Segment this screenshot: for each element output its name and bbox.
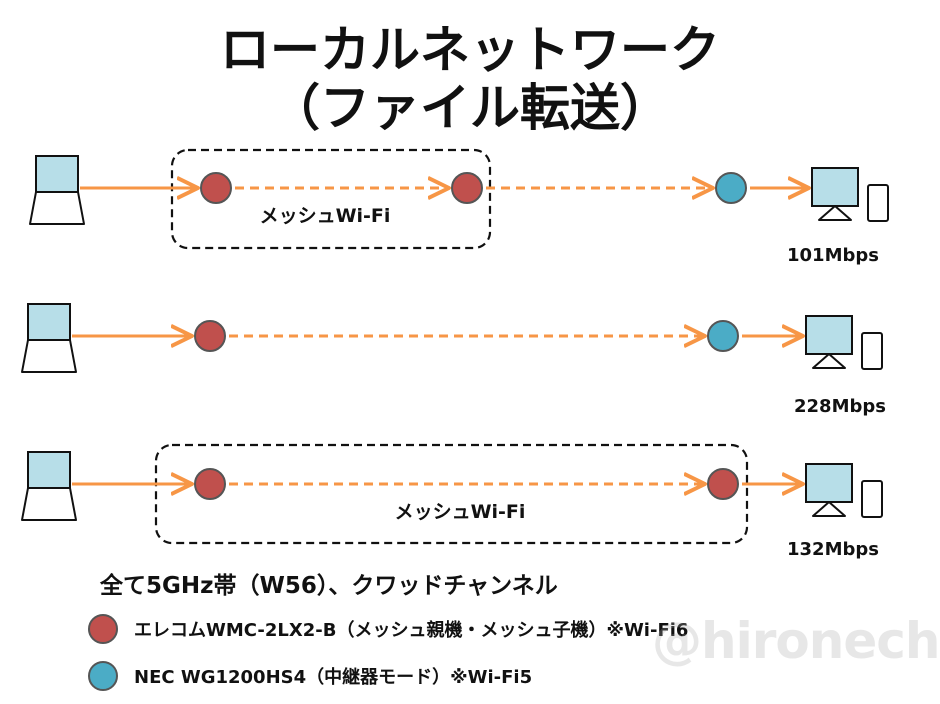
speed-label: 101Mbps [787,245,879,266]
mesh-group-label: メッシュWi-Fi [395,501,526,523]
watermark: @hironechan [652,612,940,670]
title-line-1: ローカルネットワーク [220,21,720,79]
desktop-pc-icon-1 [811,167,889,222]
laptop-icon-3 [21,451,77,521]
diagram-row-2: 228Mbps [21,303,886,417]
legend-repeater-dot [88,661,118,691]
speed-label: 132Mbps [787,539,879,560]
legend-mesh-text: エレコムWMC-2LX2-B（メッシュ親機・メッシュ子機）※Wi-Fi6 [134,620,689,641]
mesh-node-1 [200,172,232,204]
mesh-group-box [154,443,749,545]
legend-row-mesh: エレコムWMC-2LX2-B（メッシュ親機・メッシュ子機）※Wi-Fi6 [88,614,688,644]
mesh-node-2 [707,468,739,500]
mesh-node-1 [194,320,226,352]
legend-mesh-dot [88,614,118,644]
mesh-group-box [170,148,492,250]
diagram-row-3: メッシュWi-Fi 132Mbps [21,443,883,560]
laptop-icon-1 [29,155,85,225]
legend-row-repeater: NEC WG1200HS4（中継器モード）※Wi-Fi5 [88,661,532,691]
laptop-icon-2 [21,303,77,373]
title-line-2: （ファイル転送） [270,79,670,137]
repeater-node-3 [715,172,747,204]
desktop-pc-icon-2 [805,315,883,370]
mesh-node-1 [194,468,226,500]
mesh-node-2 [451,172,483,204]
mesh-group-label: メッシュWi-Fi [260,205,391,227]
repeater-node-2 [707,320,739,352]
legend-repeater-text: NEC WG1200HS4（中継器モード）※Wi-Fi5 [134,667,533,688]
diagram-row-1: メッシュWi-Fi 101Mbps [29,148,889,266]
speed-label: 228Mbps [794,396,886,417]
desktop-pc-icon-3 [805,463,883,518]
footnote: 全て5GHz帯（W56）、クワッドチャンネル [100,573,558,599]
